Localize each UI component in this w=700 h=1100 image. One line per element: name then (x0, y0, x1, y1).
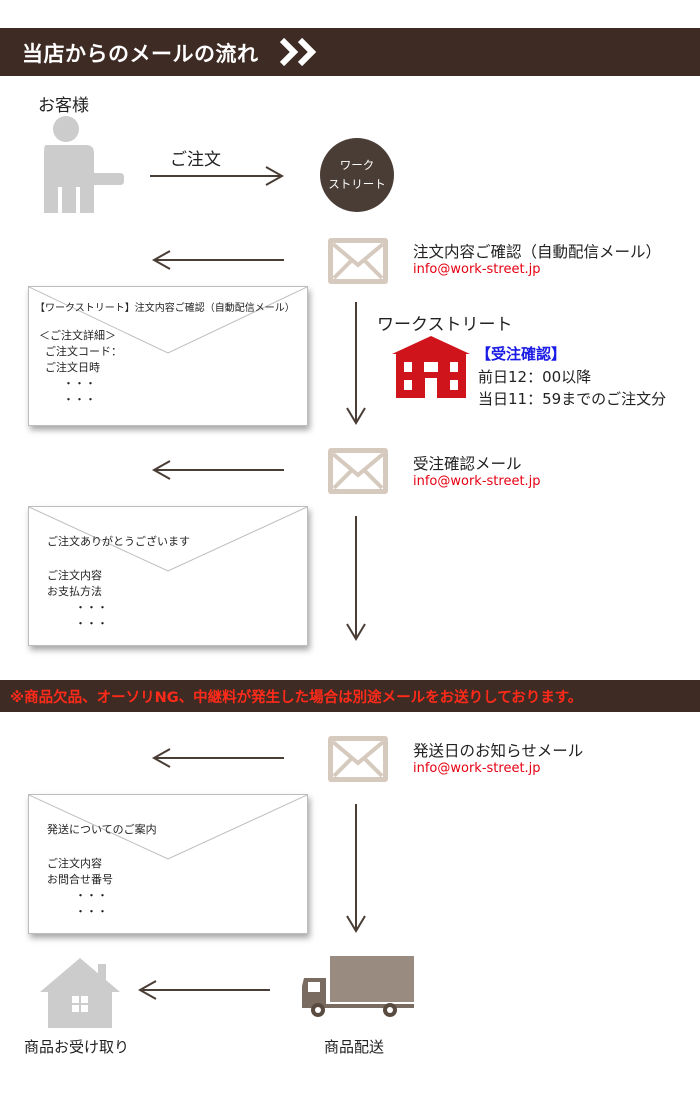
company-name-line1: ワーク (339, 158, 375, 172)
envelope-icon (328, 736, 388, 782)
header-bar (0, 28, 700, 76)
email-letter-1: 【ワークストリート】注文内容ご確認（自動配信メール） ＜ご注文詳細＞ ご注文コー… (28, 286, 308, 426)
letter1-title: 【ワークストリート】注文内容ご確認（自動配信メール） (35, 303, 295, 314)
left-arrow-icon (137, 980, 270, 1000)
notice-text: ※商品欠品、オーソリNG、中継料が発生した場合は別途メールをお送りしております。 (10, 690, 583, 706)
person-icon (44, 116, 124, 213)
letter2-line: ・・・ (75, 617, 108, 630)
house-icon (40, 958, 120, 1028)
letter3-line: 発送についてのご案内 (47, 823, 157, 836)
envelope-icon (328, 448, 388, 494)
company-badge: ワーク ストリート (320, 138, 394, 212)
envelope-flap (29, 507, 307, 572)
delivery-label: 商品配送 (324, 1038, 385, 1056)
step2-title: 受注確認メール (413, 455, 522, 473)
letter2-line: お支払方法 (47, 585, 102, 598)
down-arrow-icon (346, 302, 366, 425)
envelope-flap (29, 287, 307, 354)
letter2-line: ご注文内容 (47, 569, 102, 582)
letter3-line: ・・・ (75, 889, 108, 902)
building-icon (392, 336, 470, 398)
accept-title: 【受注確認】 (476, 345, 567, 363)
receive-label: 商品お受け取り (24, 1038, 130, 1056)
letter3-line: ご注文内容 (47, 857, 102, 870)
envelope-icon (328, 238, 388, 284)
email-letter-3: 発送についてのご案内 ご注文内容 お問合せ番号 ・・・ ・・・ (28, 794, 308, 934)
accept-time-to: 当日11：59までのご注文分 (478, 390, 667, 408)
step3-title: 発送日のお知らせメール (413, 742, 584, 760)
letter1-line: ご注文日時 (45, 361, 100, 374)
letter1-line: ＜ご注文詳細＞ (39, 329, 116, 342)
step2-email: info@work-street.jp (413, 474, 541, 489)
letter3-line: ・・・ (75, 905, 108, 918)
letter3-line: お問合せ番号 (47, 873, 113, 886)
email-letter-2: ご注文ありがとうございます ご注文内容 お支払方法 ・・・ ・・・ (28, 506, 308, 646)
customer-label: お客様 (38, 96, 89, 116)
down-arrow-icon (346, 804, 366, 933)
letter1-line: ご注文コード： (45, 345, 122, 358)
double-chevron-icon (279, 37, 317, 67)
page-title: 当店からのメールの流れ (22, 42, 259, 66)
letter2-line: ご注文ありがとうございます (47, 535, 190, 548)
truck-icon (302, 956, 414, 1017)
letter1-line: ・・・ (63, 393, 96, 406)
accept-time-from: 前日12：00以降 (478, 368, 592, 386)
step3-email: info@work-street.jp (413, 761, 541, 776)
company-label: ワークストリート (377, 315, 513, 335)
notice-bar (0, 680, 700, 712)
left-arrow-icon (151, 250, 284, 270)
step1-title: 注文内容ご確認（自動配信メール） (413, 243, 662, 261)
down-arrow-icon (346, 516, 366, 641)
left-arrow-icon (151, 460, 284, 480)
letter2-line: ・・・ (75, 601, 108, 614)
company-name-line2: ストリート (328, 177, 386, 191)
letter1-line: ・・・ (63, 377, 96, 390)
right-arrow-icon (150, 166, 285, 186)
left-arrow-icon (151, 748, 284, 768)
envelope-flap (29, 795, 307, 860)
step1-email: info@work-street.jp (413, 262, 541, 277)
order-label: ご注文 (170, 150, 221, 170)
